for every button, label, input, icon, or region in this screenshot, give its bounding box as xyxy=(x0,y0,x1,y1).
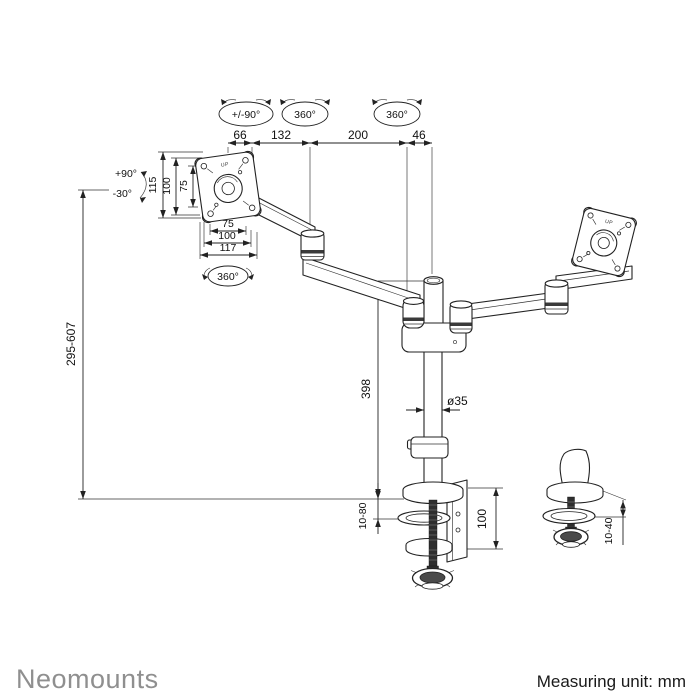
badge-label-arm-swivel: +/-90° xyxy=(232,109,260,121)
grommet-mount-detail xyxy=(542,448,604,548)
rotation-badge-pole-swivel xyxy=(372,99,422,127)
dim-label-pole-diameter: ø35 xyxy=(447,394,468,408)
monitor-arm-assembly: UP UP xyxy=(194,150,637,590)
pole xyxy=(423,351,443,487)
dimension-lines-layer xyxy=(78,99,627,550)
dim-label-75-horizontal: 75 xyxy=(222,218,234,230)
dim-label-66: 66 xyxy=(233,128,247,142)
right-hub-joint xyxy=(449,300,473,334)
rotation-badge-vesa xyxy=(202,265,254,287)
plate-up-marking: UP xyxy=(221,162,230,169)
tilt-down-label: -30° xyxy=(113,188,132,200)
measuring-unit-label: Measuring unit: mm xyxy=(537,672,686,691)
badge-label-pole-swivel: 360° xyxy=(386,109,408,121)
cable-clip xyxy=(406,436,449,459)
dim-label-75-vertical: 75 xyxy=(178,180,190,192)
plate-up-marking: UP xyxy=(604,219,613,227)
left-vesa-plate: UP xyxy=(194,150,262,224)
pole-top xyxy=(423,276,444,325)
dim-label-200: 200 xyxy=(348,128,368,142)
brand-logo: Neomounts xyxy=(16,664,159,694)
badge-label-vesa-rotation: 360° xyxy=(217,271,239,283)
dimension-labels: 66 132 200 46 +/-90° 360° 360° 360° +90°… xyxy=(64,109,615,544)
dim-label-clamp-height: 100 xyxy=(475,509,489,529)
left-lower-arm xyxy=(302,256,421,314)
desk-clamp xyxy=(397,479,468,590)
dim-label-46: 46 xyxy=(412,128,426,142)
dim-label-100-horizontal: 100 xyxy=(218,230,236,242)
left-elbow-joint xyxy=(300,229,325,261)
left-hub-joint xyxy=(402,297,425,329)
badge-label-elbow-swivel: 360° xyxy=(294,109,316,121)
dim-label-clamp-range: 10-80 xyxy=(357,502,369,529)
dim-label-100-vertical: 100 xyxy=(161,177,173,195)
footer: Neomounts Measuring unit: mm xyxy=(16,664,686,694)
dim-label-117: 117 xyxy=(220,242,237,254)
dim-label-398: 398 xyxy=(359,379,373,399)
clamp-knob xyxy=(410,567,455,590)
dim-label-grommet-range: 10-40 xyxy=(603,517,615,544)
dim-label-height-range: 295-607 xyxy=(64,322,78,366)
dim-label-132: 132 xyxy=(271,128,291,142)
right-elbow-joint xyxy=(544,279,569,315)
grommet-knob xyxy=(552,527,590,548)
dim-label-115: 115 xyxy=(147,176,159,193)
right-vesa-plate: UP xyxy=(571,206,637,278)
tilt-up-label: +90° xyxy=(115,168,137,180)
right-lower-arm xyxy=(459,292,550,321)
rotation-badge-elbow-swivel xyxy=(280,99,330,127)
rotation-badge-arm-swivel xyxy=(218,99,274,127)
